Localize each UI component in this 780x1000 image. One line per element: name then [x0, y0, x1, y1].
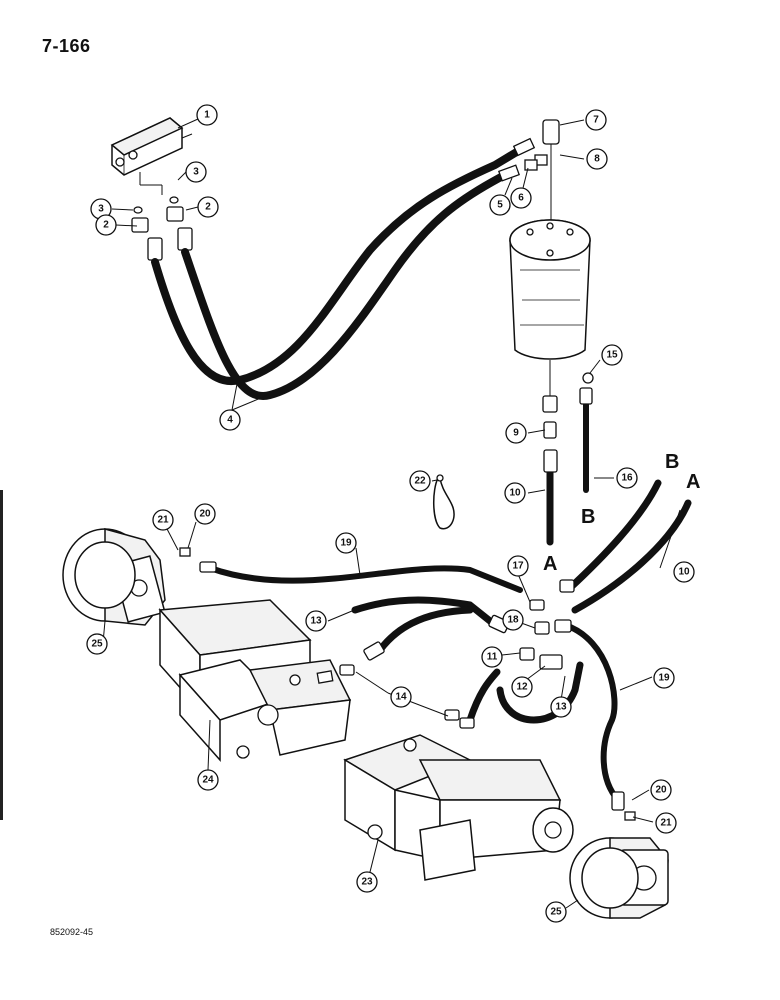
- svg-text:24: 24: [202, 775, 214, 786]
- svg-text:3: 3: [98, 204, 104, 215]
- callout-leaders: [102, 118, 681, 909]
- svg-text:13: 13: [555, 702, 567, 713]
- svg-text:9: 9: [513, 428, 519, 439]
- svg-text:21: 21: [157, 515, 169, 526]
- pump-lower: [343, 734, 574, 881]
- connection-letter-a-lower: A: [543, 553, 557, 575]
- motor-lower: [569, 837, 669, 919]
- callout-2: 2: [95, 214, 117, 236]
- svg-text:10: 10: [678, 567, 690, 578]
- svg-text:22: 22: [414, 476, 426, 487]
- callout-23: 23: [356, 871, 378, 893]
- svg-text:2: 2: [205, 202, 211, 213]
- svg-text:3: 3: [193, 167, 199, 178]
- lower-hose-network: [179, 547, 636, 821]
- svg-text:17: 17: [512, 561, 524, 572]
- callout-24: 24: [197, 769, 219, 791]
- svg-text:2: 2: [103, 220, 109, 231]
- cylinder-assembly: [509, 119, 594, 439]
- motor-upper: [62, 528, 166, 626]
- callout-25: 25: [86, 633, 108, 655]
- page-number: 7-166: [42, 36, 91, 56]
- connection-letter-b-upper: B: [665, 451, 679, 473]
- connection-letter-a-upper: A: [686, 471, 700, 493]
- svg-text:25: 25: [550, 907, 562, 918]
- connection-letters: B A B A: [543, 451, 700, 575]
- callout-22: 22: [409, 470, 431, 492]
- callout-21: 21: [152, 509, 174, 531]
- svg-text:20: 20: [199, 509, 211, 520]
- callout-2: 2: [197, 196, 219, 218]
- callout-6: 6: [510, 187, 532, 209]
- callout-19: 19: [335, 532, 357, 554]
- callout-9: 9: [505, 422, 527, 444]
- svg-text:10: 10: [509, 488, 521, 499]
- svg-text:5: 5: [497, 200, 503, 211]
- connection-letter-b-lower: B: [581, 506, 595, 528]
- callout-17: 17: [507, 555, 529, 577]
- callout-13: 13: [550, 696, 572, 718]
- svg-text:13: 13: [310, 616, 322, 627]
- svg-text:23: 23: [361, 877, 373, 888]
- callout-balloons: 1 2 3 3 2 4 5 6 7 8 9 10 15 16 22 20 21 …: [86, 104, 695, 923]
- svg-text:7: 7: [593, 115, 599, 126]
- callout-10: 10: [504, 482, 526, 504]
- svg-text:1: 1: [204, 110, 210, 121]
- figure-code: 852092-45: [50, 927, 94, 937]
- svg-text:8: 8: [594, 154, 600, 165]
- callout-3: 3: [185, 161, 207, 183]
- svg-text:6: 6: [518, 193, 524, 204]
- svg-text:19: 19: [658, 673, 670, 684]
- svg-text:25: 25: [91, 639, 103, 650]
- svg-text:4: 4: [227, 415, 233, 426]
- callout-12: 12: [511, 676, 533, 698]
- hose-strap: [433, 474, 455, 530]
- svg-text:14: 14: [395, 692, 407, 703]
- callout-14: 14: [390, 686, 412, 708]
- callout-21: 21: [655, 812, 677, 834]
- svg-text:11: 11: [487, 652, 498, 663]
- callout-19: 19: [653, 667, 675, 689]
- callout-25: 25: [545, 901, 567, 923]
- svg-text:19: 19: [340, 538, 352, 549]
- callout-18: 18: [502, 609, 524, 631]
- svg-text:20: 20: [655, 785, 667, 796]
- callout-4: 4: [219, 409, 241, 431]
- callout-10: 10: [673, 561, 695, 583]
- callout-16: 16: [616, 467, 638, 489]
- callout-11: 11: [481, 646, 503, 668]
- short-hoses: [543, 387, 692, 614]
- callout-5: 5: [489, 194, 511, 216]
- long-hoses: [151, 137, 536, 400]
- callout-15: 15: [601, 344, 623, 366]
- callout-13: 13: [305, 610, 327, 632]
- callout-20: 20: [650, 779, 672, 801]
- svg-text:15: 15: [606, 350, 618, 361]
- svg-text:12: 12: [516, 682, 528, 693]
- valve-fittings: [131, 196, 193, 261]
- callout-3: 3: [90, 198, 112, 220]
- svg-text:21: 21: [660, 818, 672, 829]
- valve-block: [110, 117, 193, 195]
- svg-text:18: 18: [507, 615, 519, 626]
- callout-8: 8: [586, 148, 608, 170]
- callout-20: 20: [194, 503, 216, 525]
- pump-upper: [158, 599, 352, 762]
- callout-1: 1: [196, 104, 218, 126]
- binding-edge: [0, 490, 3, 820]
- svg-text:16: 16: [621, 473, 633, 484]
- callout-7: 7: [585, 109, 607, 131]
